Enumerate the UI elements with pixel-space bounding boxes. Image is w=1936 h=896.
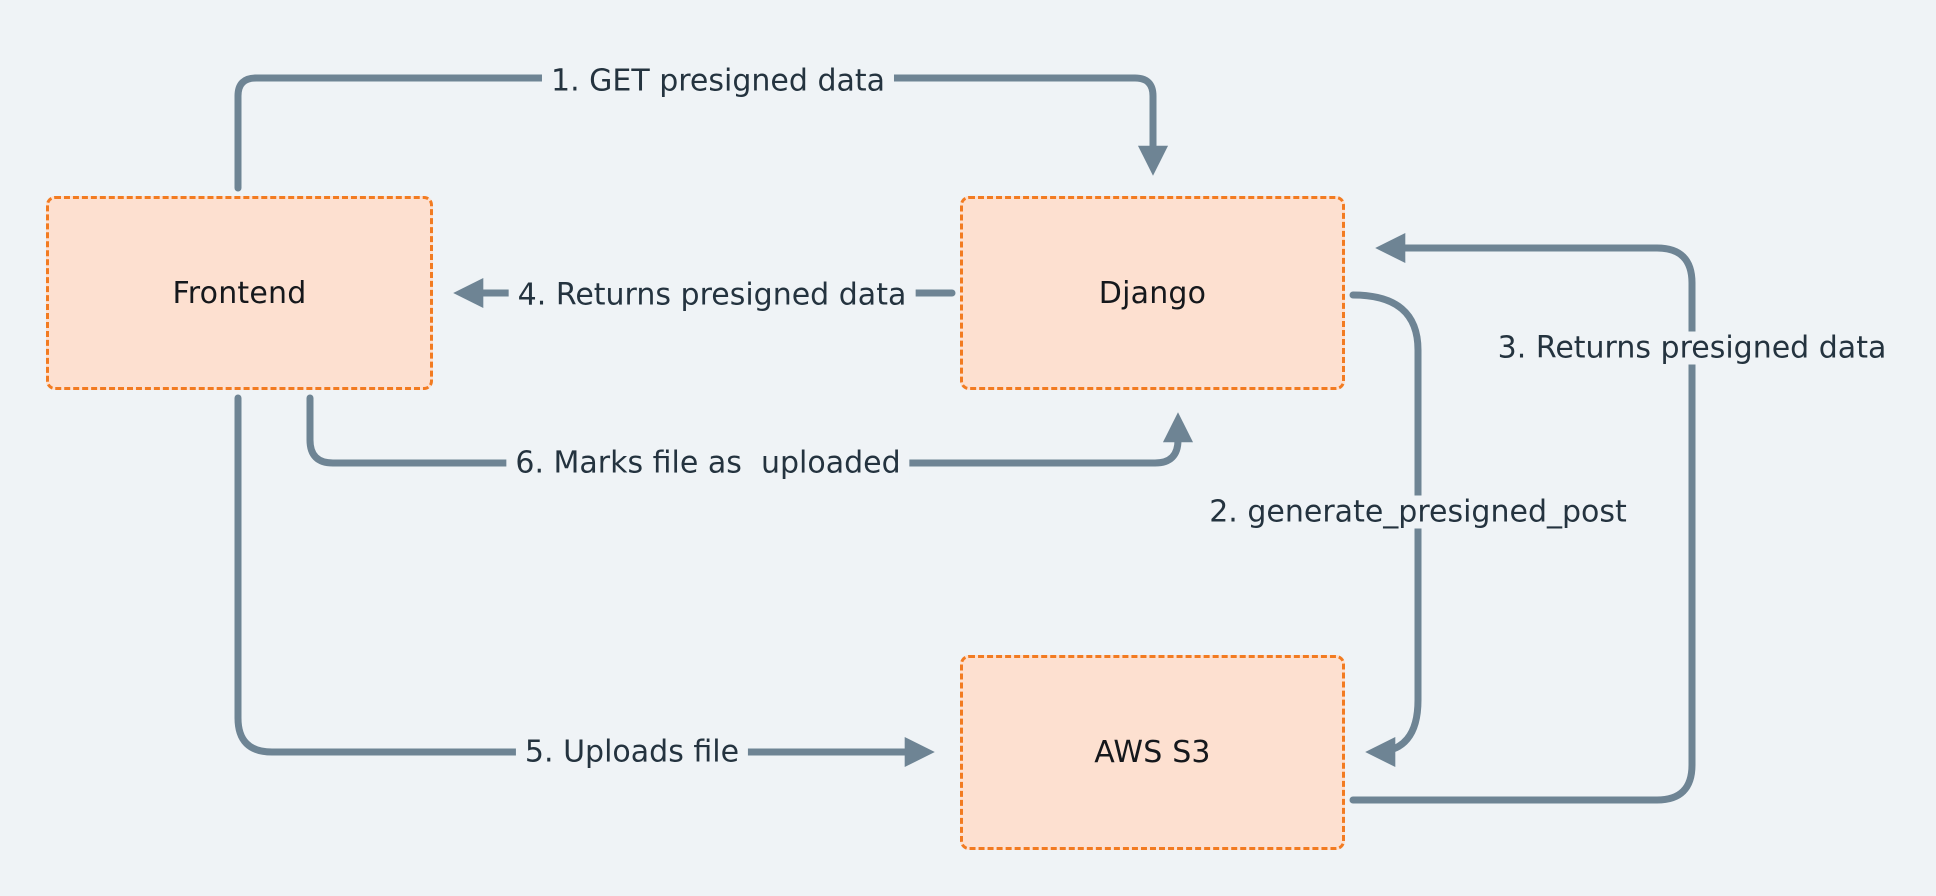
edge-label-6: 6. Marks file as uploaded [506, 446, 910, 480]
node-frontend-label: Frontend [172, 275, 307, 311]
edge-path-3 [1349, 232, 1696, 804]
node-django-label: Django [1098, 275, 1207, 311]
node-django[interactable]: Django [960, 196, 1345, 390]
edge-path-2 [1349, 291, 1422, 768]
node-frontend[interactable]: Frontend [46, 196, 433, 390]
node-aws-s3-label: AWS S3 [1094, 735, 1211, 770]
node-aws-s3[interactable]: AWS S3 [960, 655, 1345, 850]
edge-label-3: 3. Returns presigned data [1488, 331, 1896, 365]
edge-label-2: 2. generate_presigned_post [1200, 495, 1636, 529]
edge-path-5 [234, 394, 935, 768]
edge-label-4: 4. Returns presigned data [508, 278, 916, 312]
edge-label-1: 1. GET presigned data [541, 64, 895, 98]
edge-label-5: 5. Uploads file [515, 735, 749, 769]
